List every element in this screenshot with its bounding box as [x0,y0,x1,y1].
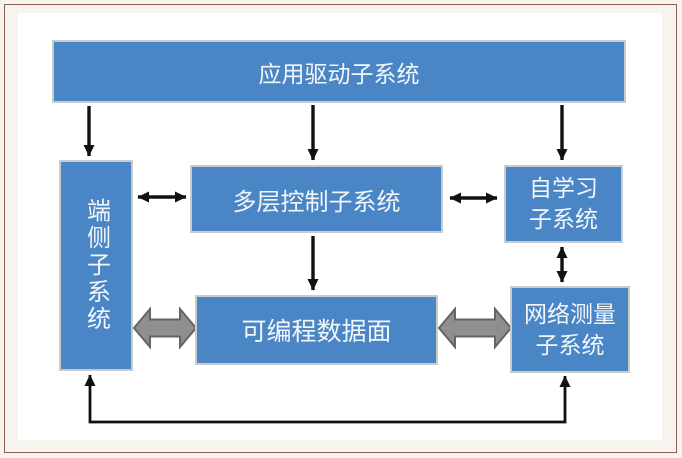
node-network-measurement-subsystem: 网络测量 子系统 [510,286,630,373]
node-multilayer-control-label: 多层控制子系统 [232,188,401,216]
node-multilayer-control-subsystem: 多层控制子系统 [190,165,443,233]
node-endside-label: 端侧子系统 [82,198,110,333]
node-selflearning-label: 自学习 子系统 [529,175,598,232]
thick-arrow-dataplane-measurement [437,306,513,350]
node-network-measurement-label: 网络测量 子系统 [524,300,616,358]
node-app-driven-subsystem: 应用驱动子系统 [52,40,626,103]
node-programmable-dataplane-label: 可编程数据面 [241,318,392,346]
node-programmable-dataplane: 可编程数据面 [195,295,438,365]
node-endside-subsystem: 端侧子系统 [59,160,133,371]
arrow-feedback-measurement-endside [84,374,571,424]
node-selflearning-subsystem: 自学习 子系统 [504,165,623,243]
node-app-driven-label: 应用驱动子系统 [258,60,420,87]
thick-arrow-endside-dataplane [132,306,198,350]
